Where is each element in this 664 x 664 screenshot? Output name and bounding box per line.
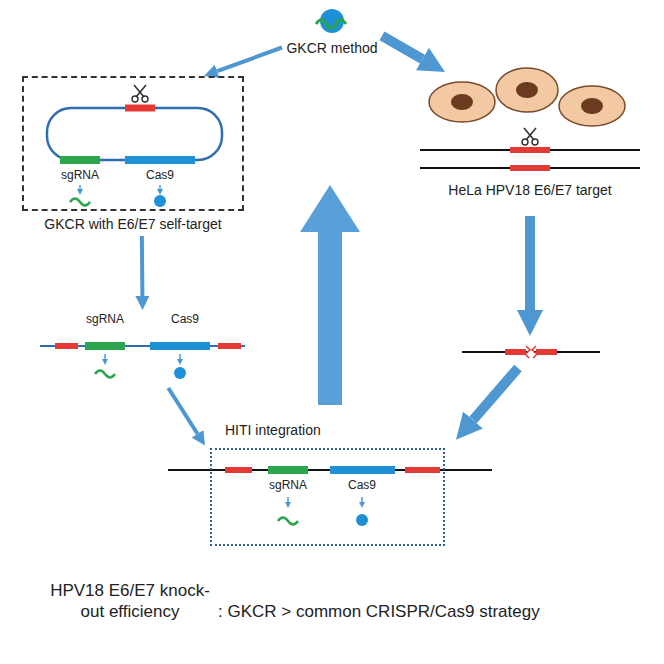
linear-donor-dna — [40, 345, 245, 347]
method-node: GKCR method — [282, 4, 382, 62]
node-text: Cas9 — [171, 312, 199, 326]
sgrna-icon — [278, 518, 298, 525]
expression-arrow — [287, 497, 289, 502]
sgrna-icon — [95, 371, 115, 378]
e6e7-target-site — [225, 467, 252, 473]
expression-arrow — [159, 185, 161, 189]
node-text: sgRNA — [61, 168, 99, 182]
node-text: sgRNA — [269, 478, 307, 492]
process-arrow — [382, 36, 422, 59]
node-text: HITI integration — [225, 422, 321, 439]
cell-target-node: HeLa HPV18 E6/E7 target — [418, 72, 643, 212]
process-arrow — [217, 48, 282, 72]
e6e7-target-site — [55, 343, 78, 349]
cas9-gene — [330, 466, 395, 474]
cas9-protein-icon — [174, 367, 186, 379]
e6e7-target-site — [510, 165, 550, 171]
process-arrow — [168, 388, 197, 434]
box-outline — [22, 76, 244, 211]
e6e7-target-site — [125, 105, 155, 112]
sgrna-icon — [70, 199, 90, 206]
sgrna-icon — [316, 20, 346, 28]
expression-arrow — [361, 497, 363, 502]
process-arrow — [473, 368, 518, 420]
cas9-protein-icon — [154, 195, 166, 207]
cut-break — [525, 346, 537, 358]
caption-text: : GKCR > common CRISPR/Cas9 strategy — [218, 601, 540, 622]
node-text: HeLa HPV18 E6/E7 target — [448, 182, 611, 199]
sgrna-gene — [85, 342, 125, 350]
linear-construct-node: sgRNA Cas9 — [35, 310, 250, 388]
node-text: GKCR method — [286, 40, 377, 57]
scissors-icon — [522, 128, 538, 145]
e6e7-target-site — [405, 467, 440, 473]
e6e7-target-site — [510, 147, 550, 153]
box-outline — [210, 448, 445, 546]
node-text: Cas9 — [348, 478, 376, 492]
plasmid-outline — [47, 108, 222, 160]
process-arrow — [140, 236, 145, 296]
hiti-box: HITI integration sgRNA Cas9 — [205, 420, 450, 548]
expression-arrow — [79, 185, 81, 189]
cas9-gene — [125, 156, 195, 164]
cut-target-site — [505, 349, 557, 355]
process-arrow — [525, 216, 535, 310]
cas9-protein-icon — [356, 514, 368, 526]
e6e7-target-site — [218, 343, 241, 349]
hela-cells — [429, 68, 625, 126]
sgrna-gene — [268, 466, 308, 474]
scissors-icon — [132, 85, 148, 102]
cycle-arrow — [300, 185, 360, 405]
sgrna-gene — [60, 156, 100, 164]
cas9-gene — [150, 342, 210, 350]
expression-arrow — [179, 354, 181, 359]
plasmid-box: sgRNA Cas9GKCR with E6/E7 self-target — [22, 76, 244, 236]
node-text: sgRNA — [86, 312, 124, 326]
genome-dna — [420, 149, 640, 151]
expression-arrow — [104, 354, 106, 359]
node-text: GKCR with E6/E7 self-target — [44, 216, 221, 233]
cut-genome-dna — [462, 351, 600, 353]
node-text: Cas9 — [146, 168, 174, 182]
genome-dna — [420, 167, 640, 169]
caption-text: HPV18 E6/E7 knock-out efficiency — [40, 580, 220, 623]
